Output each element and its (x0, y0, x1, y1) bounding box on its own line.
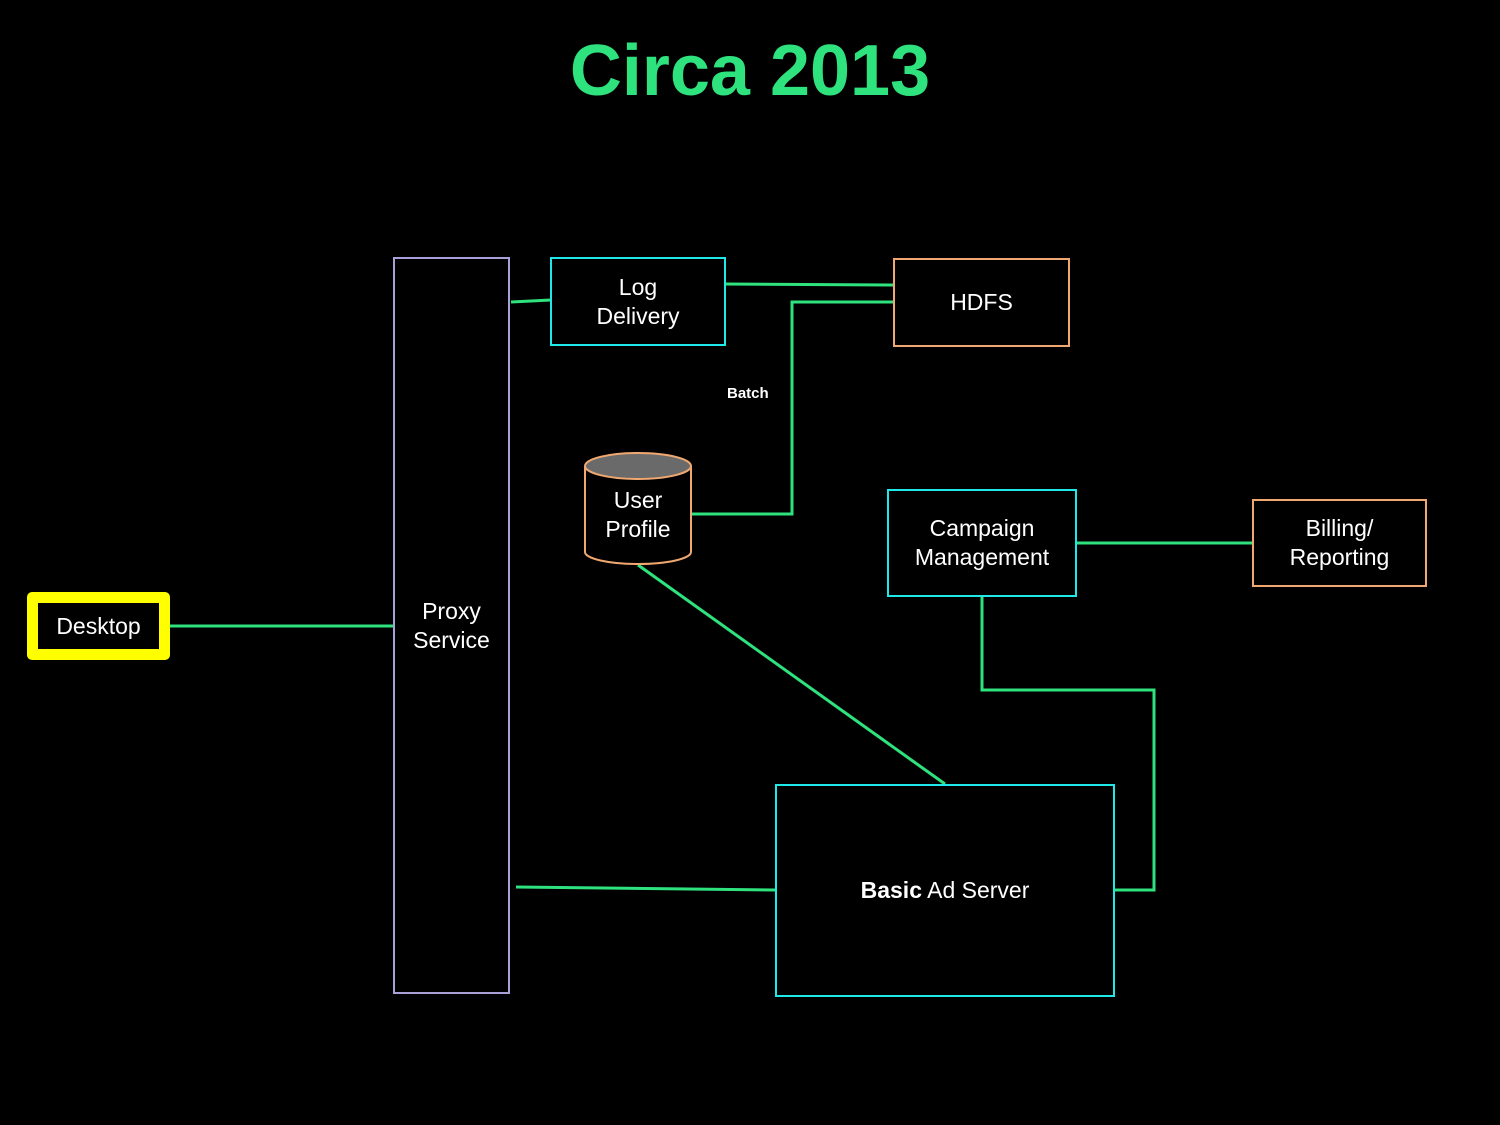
campaign-management-node[interactable]: Campaign Management (887, 489, 1077, 597)
ad-server-bold-text: Basic (860, 877, 922, 903)
batch-label: Batch (727, 385, 769, 402)
hdfs-label: HDFS (950, 289, 1013, 315)
edge-user-profile-ad-server (637, 563, 946, 786)
campaign-management-label: Campaign Management (914, 515, 1050, 570)
user-profile-node[interactable]: User Profile (585, 480, 691, 550)
desktop-node[interactable]: Desktop (27, 592, 170, 660)
edge-campaign-ad-server (980, 597, 1156, 892)
edge-proxy-log-delivery (510, 298, 552, 304)
billing-reporting-node[interactable]: Billing/ Reporting (1252, 499, 1427, 587)
diagram-title: Circa 2013 (569, 31, 931, 111)
edge-log-delivery-hdfs (724, 282, 896, 287)
basic-ad-server-node[interactable]: Basic Ad Server (775, 784, 1115, 997)
hdfs-node[interactable]: HDFS (893, 258, 1070, 347)
user-profile-label: User Profile (605, 487, 671, 542)
basic-ad-server-label: Basic Ad Server (861, 876, 1030, 905)
billing-reporting-label: Billing/ Reporting (1289, 515, 1390, 570)
database-top (584, 452, 692, 480)
desktop-label: Desktop (56, 612, 141, 639)
database-body (584, 466, 692, 565)
edge-proxy-ad-server (515, 885, 777, 892)
proxy-service-label: Proxy Service (413, 597, 490, 653)
log-delivery-label: Log Delivery (596, 273, 680, 329)
user-profile-database (584, 452, 692, 565)
proxy-service-node[interactable]: Proxy Service (393, 257, 510, 994)
edge-hdfs-user-profile-batch (690, 300, 895, 516)
log-delivery-node[interactable]: Log Delivery (550, 257, 726, 346)
ad-server-rest-text: Ad Server (921, 877, 1030, 903)
